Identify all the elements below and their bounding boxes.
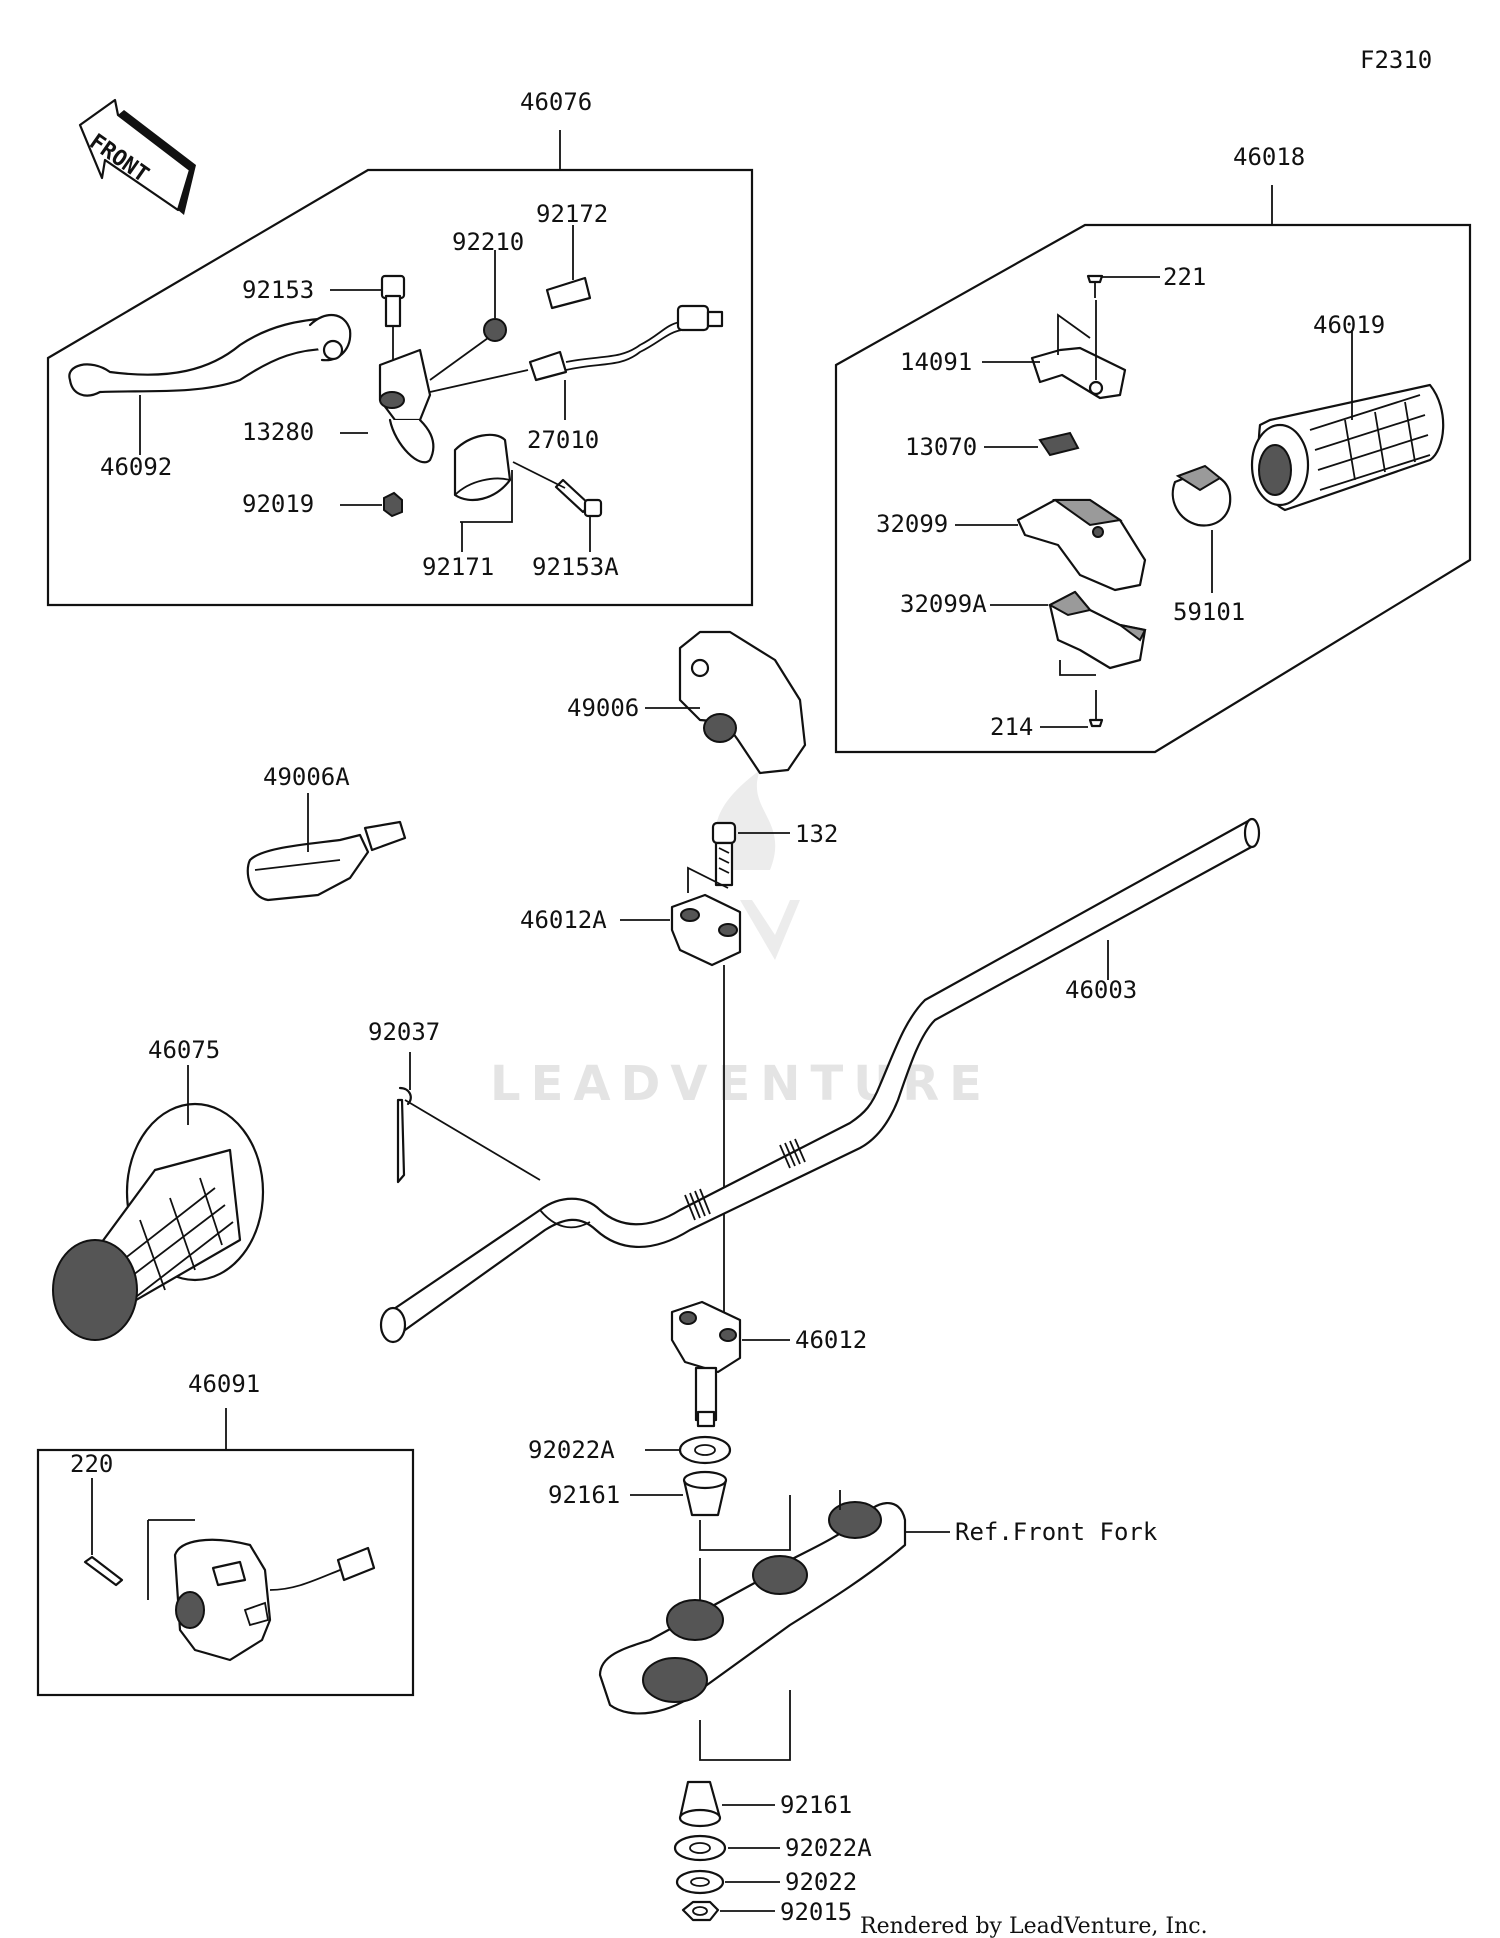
label-46076: 46076 bbox=[520, 88, 592, 116]
label-49006: 49006 bbox=[567, 694, 639, 722]
label-92153: 92153 bbox=[242, 276, 314, 304]
label-49006A: 49006A bbox=[263, 763, 350, 791]
clutch-lever bbox=[68, 316, 347, 397]
cover-49006A: 49006A bbox=[246, 763, 407, 902]
label-92022A-top: 92022A bbox=[528, 1436, 615, 1464]
label-13280: 13280 bbox=[242, 418, 314, 446]
label-14091: 14091 bbox=[900, 348, 972, 376]
label-92153A: 92153A bbox=[532, 553, 619, 581]
label-92022: 92022 bbox=[785, 1868, 857, 1896]
label-46019: 46019 bbox=[1313, 311, 1385, 339]
label-214: 214 bbox=[990, 713, 1033, 741]
knurl-left bbox=[684, 1188, 711, 1221]
label-27010: 27010 bbox=[527, 426, 599, 454]
left-grip-46075: 46075 bbox=[52, 1036, 265, 1341]
label-46018: 46018 bbox=[1233, 143, 1305, 171]
label-92161-top: 92161 bbox=[548, 1481, 620, 1509]
handlebar-assembly: 132 46012A 46003 92037 bbox=[368, 817, 1261, 1428]
label-46003: 46003 bbox=[1065, 976, 1137, 1004]
label-92172: 92172 bbox=[536, 200, 608, 228]
throttle-cover bbox=[1030, 346, 1127, 400]
switch-housing-49006: 49006 bbox=[567, 630, 807, 775]
label-32099A: 32099A bbox=[900, 590, 987, 618]
knurl-right bbox=[779, 1138, 806, 1169]
label-32099: 32099 bbox=[876, 510, 948, 538]
label-221: 221 bbox=[1163, 263, 1206, 291]
lever-clamp bbox=[453, 433, 512, 502]
credit-text: Rendered by LeadVenture, Inc. bbox=[860, 1914, 1208, 1938]
steering-stem-stack: 92022A 92161 Ref.Front Fork 92161 92022A… bbox=[528, 1435, 1158, 1926]
label-92037: 92037 bbox=[368, 1018, 440, 1046]
label-46092: 46092 bbox=[100, 453, 172, 481]
front-arrow-icon: FRONT bbox=[78, 98, 196, 215]
label-46012: 46012 bbox=[795, 1326, 867, 1354]
lever-holder bbox=[378, 348, 432, 422]
throttle-group: 46018 221 14091 13070 32099 32099A bbox=[834, 143, 1472, 754]
label-92019: 92019 bbox=[242, 490, 314, 518]
label-46091: 46091 bbox=[188, 1370, 260, 1398]
switch-group-46091: 46091 220 bbox=[36, 1370, 415, 1697]
clutch-lever-group: 46076 46092 92153 13280 92019 92210 9217… bbox=[46, 88, 754, 607]
watermark-text: LEADVENTURE bbox=[490, 1056, 992, 1112]
label-59101: 59101 bbox=[1173, 598, 1245, 626]
diagram-code: F2310 bbox=[1360, 46, 1432, 74]
label-92022A-bot: 92022A bbox=[785, 1834, 872, 1862]
label-92015: 92015 bbox=[780, 1898, 852, 1926]
handlebar-switch bbox=[173, 1538, 272, 1662]
label-92161-bot: 92161 bbox=[780, 1791, 852, 1819]
label-46012A: 46012A bbox=[520, 906, 607, 934]
label-92210: 92210 bbox=[452, 228, 524, 256]
label-13070: 13070 bbox=[905, 433, 977, 461]
label-46075: 46075 bbox=[148, 1036, 220, 1064]
label-132: 132 bbox=[795, 820, 838, 848]
ref-front-fork: Ref.Front Fork bbox=[955, 1518, 1158, 1546]
label-92171: 92171 bbox=[422, 553, 494, 581]
label-220: 220 bbox=[70, 1450, 113, 1478]
